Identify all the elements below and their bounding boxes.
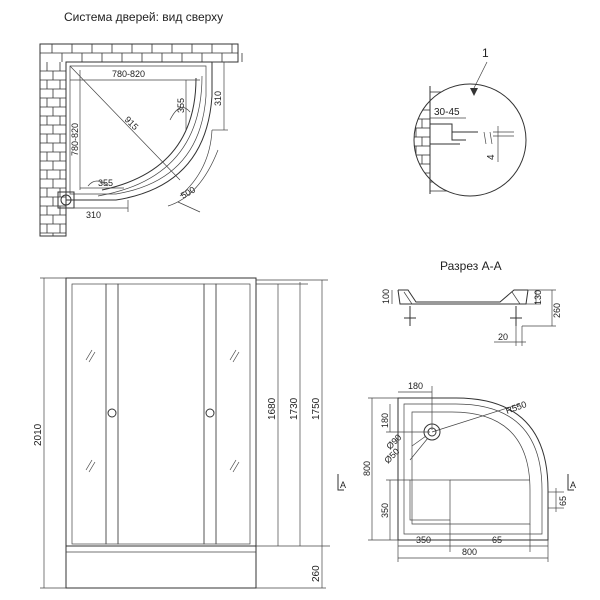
handle-bottom xyxy=(87,180,109,187)
callout-leader xyxy=(473,61,488,89)
section-marker-left xyxy=(337,474,344,491)
dim-500: 500 xyxy=(179,185,197,201)
door-arc-outer xyxy=(167,149,219,207)
dim-100: 100 xyxy=(381,289,391,304)
dim-20: 20 xyxy=(498,332,508,342)
dim-800-side: 800 xyxy=(362,461,372,476)
tray-profile-outer xyxy=(397,289,529,305)
glass-panel-right xyxy=(215,283,251,545)
glass-mark-2 xyxy=(85,459,96,473)
tray-outline xyxy=(397,397,549,541)
glass-mark-3 xyxy=(229,349,240,363)
dim-depth: 780-820 xyxy=(70,123,80,156)
dim-350-bottom: 350 xyxy=(416,535,431,545)
dim-65-side: 65 xyxy=(558,496,568,506)
detail-profile xyxy=(430,123,478,145)
front-view: 2010 1680 1730 1750 260 xyxy=(33,277,330,589)
leader-d50 xyxy=(409,437,429,461)
detail-break xyxy=(483,131,493,145)
dim-1680: 1680 xyxy=(267,397,278,420)
dim-width: 780-820 xyxy=(112,69,145,79)
section-mark-right: A xyxy=(570,480,576,490)
door-arc-tick xyxy=(177,201,201,213)
dim-thickness: 4 xyxy=(486,154,497,160)
glass-mark-4 xyxy=(229,459,240,473)
tray-rim xyxy=(403,403,543,535)
glass-mark-1 xyxy=(85,349,96,363)
dim-310-bottom: 310 xyxy=(86,210,101,220)
frame-outline xyxy=(65,277,257,589)
dim-180-side: 180 xyxy=(380,413,390,428)
curved-panel xyxy=(101,77,197,191)
detail-circle xyxy=(413,83,527,197)
section-mark-left: A xyxy=(340,480,346,490)
leg-left xyxy=(404,306,416,326)
dim-130: 130 xyxy=(533,290,543,305)
dim-d50: Ø50 xyxy=(382,446,401,465)
detail-view: 1 30-45 4 xyxy=(413,46,527,197)
door-handle-right xyxy=(205,408,215,418)
door-arc-right xyxy=(179,129,213,197)
dim-1730: 1730 xyxy=(289,397,300,420)
dim-260: 260 xyxy=(552,303,562,318)
leader-d90 xyxy=(411,435,427,447)
section-title: Разрез А-А xyxy=(440,259,502,273)
handle-right xyxy=(169,107,191,121)
dim-1750: 1750 xyxy=(311,397,322,420)
dim-gap: 30-45 xyxy=(434,107,460,118)
curved-panel-outer xyxy=(97,75,203,197)
dim-355-right: 355 xyxy=(176,98,186,113)
section-view: 100 130 260 20 xyxy=(381,289,562,346)
corner-post-circle xyxy=(60,194,72,206)
enclosure-outline xyxy=(66,61,213,201)
section-marker-right xyxy=(567,474,574,491)
dim-350-side: 350 xyxy=(380,503,390,518)
leg-right xyxy=(510,306,522,326)
diagonal-line xyxy=(69,65,181,181)
callout-number: 1 xyxy=(482,46,489,60)
enclosure-inner xyxy=(69,65,207,195)
tray-basin xyxy=(411,411,531,525)
dim-total-height: 2010 xyxy=(33,423,44,446)
dim-310-right: 310 xyxy=(213,91,223,106)
glass-panel-left xyxy=(71,283,107,545)
detail-brick-pattern xyxy=(414,91,447,192)
tray-profile-top xyxy=(398,289,528,303)
door-handle-left xyxy=(107,408,117,418)
dim-355-bottom: 355 xyxy=(98,178,113,188)
radius-line xyxy=(431,403,521,433)
brick-pattern xyxy=(40,44,243,236)
tray-profile-inner xyxy=(403,291,521,305)
callout-arrow xyxy=(470,88,478,96)
dim-800-bottom: 800 xyxy=(462,547,477,557)
dim-65-bottom: 65 xyxy=(492,535,502,545)
dim-tray: 260 xyxy=(311,565,322,582)
top-view: 915 780-820 780-820 355 310 355 310 500 xyxy=(39,43,243,237)
glass-panel-center xyxy=(117,283,205,545)
tray-plan: R550 Ø90 Ø50 180 180 800 350 65 3 xyxy=(337,381,576,562)
top-view-title: Система дверей: вид сверху xyxy=(64,10,223,24)
tray-corner-seat xyxy=(409,479,451,521)
dim-diagonal: 915 xyxy=(123,114,141,132)
dim-180-top: 180 xyxy=(408,381,423,391)
